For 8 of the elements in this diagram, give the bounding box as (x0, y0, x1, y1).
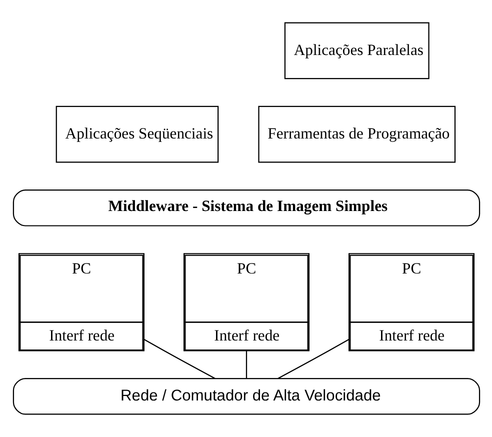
connector (143, 338, 215, 379)
node-box: Aplicações Seqüenciais (55, 106, 218, 163)
connector (245, 350, 247, 378)
node-box: Ferramentas de Programação (258, 106, 456, 163)
node-box: Rede / Comutador de Alta Velocidade (12, 378, 480, 415)
node-box: Aplicações Paralelas (284, 22, 429, 80)
connector (277, 338, 349, 379)
node-box: Middleware - Sistema de Imagem Simples (12, 190, 480, 226)
